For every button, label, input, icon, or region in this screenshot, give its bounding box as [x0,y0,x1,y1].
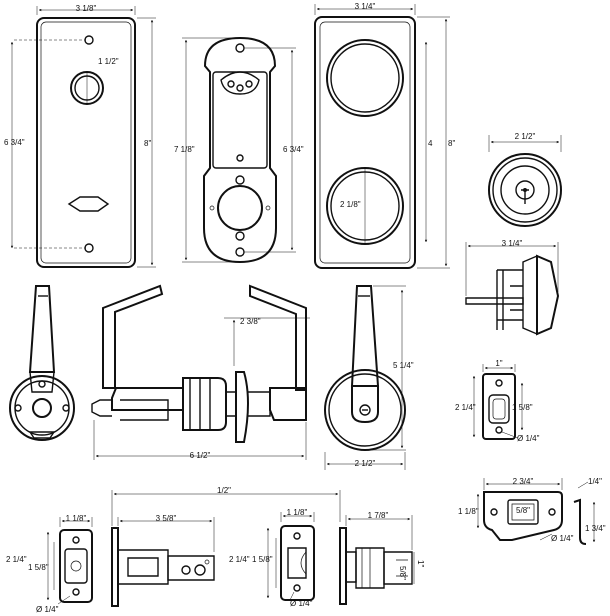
backplate-height: 7 1/8" [174,145,195,154]
strike-a-dims: 1" 2 1/4" 1 5/8" Ø 1/4" [455,359,540,443]
strike-b: 2 3/4" 1 1/8" 5/8" 1/4" 1 3/4" Ø 1/4" [458,477,606,545]
plate-small: 3 1/8" 6 3/4" 8" 1 1/2" [4,4,156,268]
latch-b-dims: 1 1/8" 2 1/4" 1 5/8" Ø 1/4" [229,508,315,608]
latch-a-inner: 1 5/8" [28,563,49,572]
strike-a-height: 2 1/4" [455,403,476,412]
plate-small-hole: 1 1/2" [98,57,119,66]
strike-a-width: 1" [495,359,502,368]
lever-front: 5 1/4" 2 1/2" [324,285,414,470]
latch-c-dims: 1 7/8" 5/8" 1" [345,511,425,584]
lever-front-height: 5 1/4" [393,361,414,370]
backplate-inner-height: 6 3/4" [283,145,304,154]
latch-b: 1 1/8" 2 1/4" 1 5/8" Ø 1/4" [229,508,315,608]
backplate: 7 1/8" 6 3/4" [174,36,304,264]
latch-b-screw: Ø 1/4" [290,599,313,608]
cylinder-side-width: 3 1/4" [502,239,523,248]
latch-b-height: 2 1/4" [229,555,250,564]
latch-a-backset: 3 5/8" [156,514,177,523]
strike-b-width: 2 3/4" [513,477,534,486]
latch-a-screw: Ø 1/4" [36,605,59,614]
latch-c-side-a: 5/8" [398,566,407,580]
cylinder-front: 2 1/2" [488,132,562,227]
cylinder-side: 3 1/4" [465,239,560,336]
latch-a-width: 1 1/8" [66,514,87,523]
plate-large: 3 1/4" 8" 4 2 1/8" [314,2,455,269]
cylinder-diameter: 2 1/2" [515,132,536,141]
latch-a-overall: 1/2" [217,486,231,495]
strike-a: 1" 2 1/4" 1 5/8" Ø 1/4" [455,359,540,443]
lever-front-rose: 2 1/2" [355,459,376,468]
latch-c-side-b: 1" [416,560,425,567]
strike-b-lip: 1/4" [588,477,602,486]
cylinder-front-dims: 2 1/2" [488,132,562,152]
latch-b-inner: 1 5/8" [252,555,273,564]
latch-a: 1 1/8" 2 1/4" 1 5/8" Ø 1/4" 3 5/8" 1/2" [6,486,341,614]
plate-large-bore: 2 1/8" [340,200,361,209]
latch-a-dims: 1 1/8" 2 1/4" 1 5/8" Ø 1/4" 3 5/8" 1/2" [6,486,341,614]
latch-c: 1 7/8" 5/8" 1" [339,511,425,605]
lever-side [9,285,75,441]
plate-large-dims: 3 1/4" 8" 4 2 1/8" [314,2,455,269]
plate-small-dims: 3 1/8" 6 3/4" 8" 1 1/2" [4,4,156,268]
lever-overall: 6 1/2" [190,451,211,460]
lever-assembly: 2 3/8" 6 1/2" [91,284,310,460]
lever-front-dims: 5 1/4" 2 1/2" [324,285,414,470]
lever-assembly-dims: 2 3/8" 6 1/2" [93,317,310,460]
strike-a-inner: 1 5/8" [512,403,533,412]
plate-small-width: 3 1/8" [76,4,97,13]
backplate-dims: 7 1/8" 6 3/4" [174,37,304,263]
plate-large-height: 8" [448,139,455,148]
latch-b-width: 1 1/8" [287,508,308,517]
plate-large-width: 3 1/4" [355,2,376,11]
plate-small-inner-height: 6 3/4" [4,138,25,147]
strike-a-screw: Ø 1/4" [517,434,540,443]
strike-b-dims: 2 3/4" 1 1/8" 5/8" 1/4" 1 3/4" Ø 1/4" [458,477,606,543]
lever-projection: 2 3/8" [240,317,261,326]
plate-small-height: 8" [144,139,151,148]
strike-b-height: 1 1/8" [458,507,479,516]
strike-b-cut: 5/8" [516,506,530,515]
latch-a-height: 2 1/4" [6,555,27,564]
strike-b-depth: 1 3/4" [585,524,606,533]
strike-b-screw: Ø 1/4" [551,534,574,543]
cylinder-side-dims: 3 1/4" [465,239,559,296]
latch-c-width: 1 7/8" [368,511,389,520]
plate-large-small: 4 [428,139,433,148]
